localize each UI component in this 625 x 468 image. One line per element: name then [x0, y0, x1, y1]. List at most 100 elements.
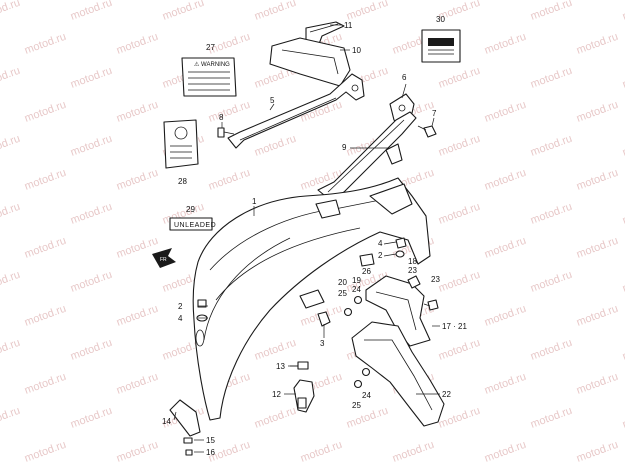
- callout-7: 7: [432, 109, 437, 118]
- watermark-text: motod.ru: [483, 303, 528, 329]
- watermark-text: motod.ru: [23, 439, 68, 465]
- callout-6: 6: [402, 73, 407, 82]
- callout-4-right: 4: [378, 239, 383, 248]
- part-10-cover: [269, 37, 351, 87]
- part-1-rear-fender: [192, 177, 431, 421]
- watermark-text: motod.ru: [0, 337, 22, 363]
- watermark-text: motod.ru: [23, 99, 68, 125]
- watermark-text: motod.ru: [69, 405, 114, 431]
- watermark-text: motod.ru: [253, 0, 298, 23]
- part-29-unleaded-decal: UNLEADED: [169, 217, 216, 231]
- watermark-text: motod.ru: [207, 99, 252, 125]
- callout-28: 28: [178, 177, 187, 186]
- watermark-text: motod.ru: [437, 65, 482, 91]
- watermark-text: motod.ru: [529, 65, 574, 91]
- watermark-text: motod.ru: [299, 439, 344, 465]
- watermark-text: motod.ru: [621, 133, 625, 159]
- watermark-text: motod.ru: [345, 0, 390, 23]
- watermark-text: motod.ru: [621, 405, 625, 431]
- part-25-nut-lower: [353, 379, 363, 389]
- watermark-text: motod.ru: [0, 65, 22, 91]
- callout-25-bottom: 25: [352, 401, 361, 410]
- callout-29: 29: [186, 205, 195, 214]
- part-5-bracket: [227, 73, 365, 149]
- callout-27: 27: [206, 43, 215, 52]
- part-28-tag-label: [163, 119, 199, 169]
- fastener-4-right: [395, 237, 407, 249]
- watermark-text: motod.ru: [621, 65, 625, 91]
- watermark-text: motod.ru: [437, 269, 482, 295]
- watermark-text: motod.ru: [23, 167, 68, 193]
- callout-19: 19: [352, 276, 361, 285]
- callout-14: 14: [162, 417, 171, 426]
- watermark-text: motod.ru: [529, 405, 574, 431]
- watermark-text: motod.ru: [529, 133, 574, 159]
- callout-15: 15: [206, 436, 215, 445]
- callout-8: 8: [219, 113, 224, 122]
- watermark-text: motod.ru: [69, 133, 114, 159]
- part-22-mudguard: [351, 321, 445, 427]
- callout-11: 11: [344, 21, 353, 30]
- callout-25-top: 25: [338, 289, 347, 298]
- watermark-text: motod.ru: [621, 0, 625, 23]
- callout-24-bottom: 24: [362, 391, 371, 400]
- watermark-text: motod.ru: [69, 65, 114, 91]
- watermark-text: motod.ru: [115, 99, 160, 125]
- watermark-text: motod.ru: [0, 405, 22, 431]
- watermark-text: motod.ru: [575, 303, 620, 329]
- part-15-nut: [183, 437, 193, 444]
- watermark-text: motod.ru: [115, 439, 160, 465]
- watermark-text: motod.ru: [575, 235, 620, 261]
- watermark-text: motod.ru: [437, 337, 482, 363]
- watermark-text: motod.ru: [115, 167, 160, 193]
- watermark-text: motod.ru: [253, 133, 298, 159]
- watermark-text: motod.ru: [115, 371, 160, 397]
- callout-22: 22: [442, 390, 451, 399]
- watermark-text: motod.ru: [23, 371, 68, 397]
- watermark-text: motod.ru: [575, 371, 620, 397]
- part-19-nut: [353, 295, 363, 305]
- watermark-text: motod.ru: [23, 31, 68, 57]
- part-13-screw: [290, 361, 309, 370]
- watermark-text: motod.ru: [437, 405, 482, 431]
- callout-5: 5: [270, 96, 275, 105]
- part-14-plate: [169, 399, 201, 437]
- watermark-text: motod.ru: [391, 439, 436, 465]
- fastener-2-right: [395, 250, 405, 258]
- watermark-text: motod.ru: [483, 99, 528, 125]
- callout-30: 30: [436, 15, 445, 24]
- watermark-text: motod.ru: [207, 167, 252, 193]
- watermark-text: motod.ru: [0, 269, 22, 295]
- part-23-bolt-a: [407, 275, 421, 289]
- watermark-text: motod.ru: [161, 0, 206, 23]
- part-24-nut-lower: [361, 367, 371, 377]
- part-8-bolt: [217, 127, 235, 138]
- watermark-text: motod.ru: [0, 201, 22, 227]
- watermark-text: motod.ru: [0, 133, 22, 159]
- part-26-clip: [359, 253, 375, 267]
- watermark-text: motod.ru: [69, 269, 114, 295]
- watermark-text: motod.ru: [253, 337, 298, 363]
- watermark-text: motod.ru: [253, 405, 298, 431]
- watermark-text: motod.ru: [529, 269, 574, 295]
- watermark-text: motod.ru: [23, 303, 68, 329]
- watermark-text: motod.ru: [115, 235, 160, 261]
- part-7-bolt: [417, 125, 437, 138]
- part-20-nut: [343, 307, 353, 317]
- watermark-text: motod.ru: [0, 0, 22, 23]
- watermark-text: motod.ru: [575, 167, 620, 193]
- part-30-label: [421, 29, 461, 63]
- watermark-text: motod.ru: [69, 0, 114, 23]
- callout-17-21: 17 · 21: [442, 322, 467, 331]
- front-arrow: FR: [152, 248, 176, 268]
- watermark-text: motod.ru: [483, 439, 528, 465]
- watermark-text: motod.ru: [483, 371, 528, 397]
- part-3-screw: [317, 311, 331, 327]
- watermark-text: motod.ru: [69, 337, 114, 363]
- part-23-bolt-b: [423, 299, 439, 311]
- fastener-2-left: [197, 299, 207, 308]
- watermark-text: motod.ru: [621, 337, 625, 363]
- watermark-text: motod.ru: [621, 269, 625, 295]
- part-18-bracket: [365, 275, 431, 347]
